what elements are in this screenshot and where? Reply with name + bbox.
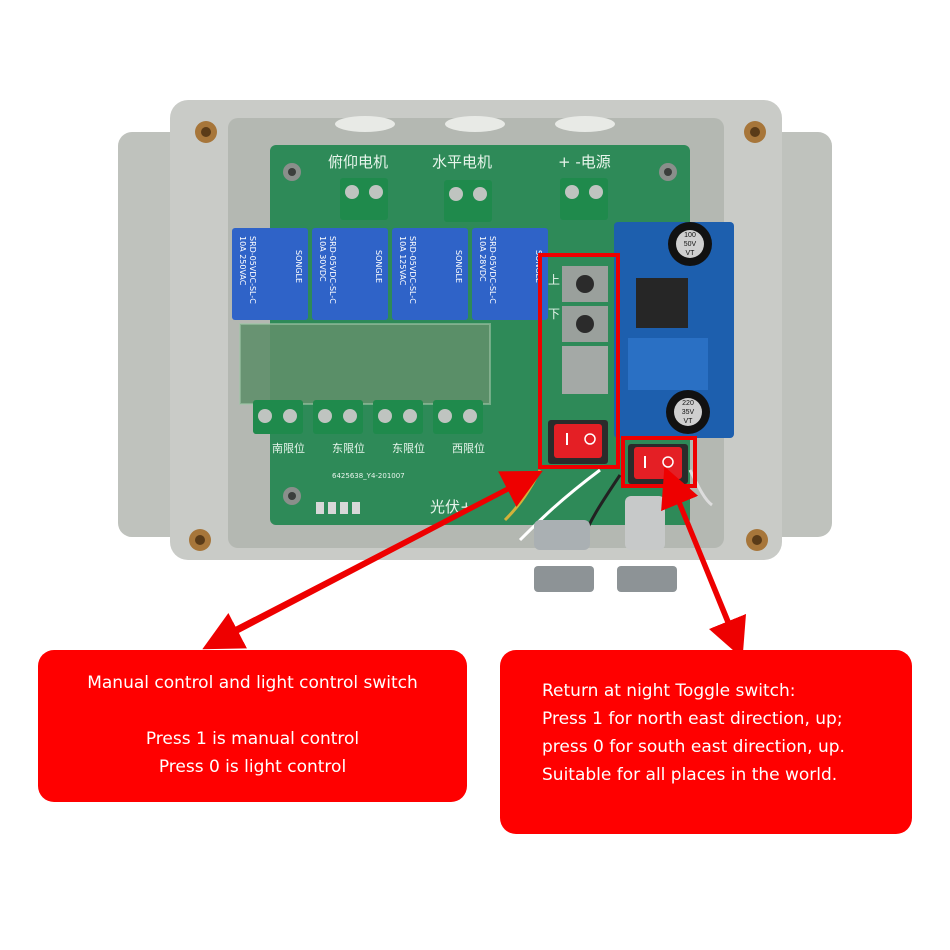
- potted-area: [240, 324, 490, 404]
- relay-rating-1: 10A 250VAC: [238, 236, 247, 286]
- relay-rating-2: 10A 30VDC: [318, 236, 327, 282]
- rocker-switch-toggle: [628, 444, 688, 484]
- relay-rating-3: 10A 125VAC: [398, 236, 407, 286]
- capacitor-bottom-type: VT: [684, 418, 694, 425]
- relay-model-3: SRD-05VDC-SL-C: [408, 236, 417, 304]
- relay-model-2: SRD-05VDC-SL-C: [328, 236, 337, 304]
- callout-toggle-line4: Suitable for all places in the world.: [542, 765, 838, 785]
- callout-manual-title: Manual control and light control switch: [87, 673, 418, 693]
- relay-2: [312, 228, 388, 320]
- relay-model-1: SRD-05VDC-SL-C: [248, 236, 257, 304]
- relay-model-4: SRD-05VDC-SL-C: [488, 236, 497, 304]
- push-buttons: [562, 266, 608, 394]
- callout-toggle-line1: Return at night Toggle switch:: [542, 681, 796, 701]
- highlight-box-main: [538, 253, 620, 469]
- terminal-label-horizontal: 水平电机: [432, 153, 492, 171]
- cable-glands: [534, 496, 677, 592]
- brass-inserts: [189, 121, 768, 551]
- callout-manual-line1: Press 1 is manual control: [145, 729, 360, 749]
- terminal-block-bottom: [253, 400, 483, 434]
- callout-toggle-line3: press 0 for south east direction, up.: [542, 737, 845, 757]
- arrow-to-toggle-callout: [669, 484, 746, 659]
- relay-4: [472, 228, 548, 320]
- limit-label-4: 西限位: [452, 441, 485, 455]
- terminal-block-top: [340, 178, 608, 222]
- capacitor-bottom-value: 220: [682, 400, 694, 407]
- relay-brand-1: SONGLE: [294, 250, 303, 283]
- relay-rating-4: 10A 28VDC: [478, 236, 487, 282]
- capacitor-top-value: 100: [684, 232, 696, 239]
- relay-bank: [232, 228, 548, 320]
- relay-brand-2: SONGLE: [374, 250, 383, 283]
- terminal-label-pitch: 俯仰电机: [328, 153, 388, 171]
- callout-toggle-line2: Press 1 for north east direction, up;: [542, 709, 843, 729]
- relay-brand-3: SONGLE: [454, 250, 463, 283]
- callout-toggle-switch: Return at night Toggle switch: Press 1 f…: [500, 650, 912, 834]
- button-label-up: 上: [548, 273, 560, 287]
- limit-label-2: 东限位: [332, 441, 365, 455]
- callout-manual-line2: Press 0 is light control: [158, 757, 347, 777]
- relay-1: [232, 228, 308, 320]
- limit-label-3: 东限位: [392, 441, 425, 455]
- relay-3: [392, 228, 468, 320]
- arrows: [202, 466, 746, 659]
- pads-row: [316, 502, 360, 514]
- limit-label-1: 南限位: [272, 441, 305, 455]
- rocker-switch-manual: [548, 420, 608, 464]
- highlight-box-toggle: [621, 436, 697, 488]
- callout-manual-control: Manual control and light control switch …: [38, 650, 467, 802]
- capacitor-bottom-voltage: 35V: [682, 409, 695, 416]
- button-label-down: 下: [548, 307, 560, 321]
- pcb-code: 6425638_Y4-201007: [332, 472, 405, 480]
- capacitor-top-voltage: 50V: [684, 241, 697, 248]
- terminal-label-power: + -电源: [558, 153, 611, 171]
- capacitor-top-type: VT: [686, 250, 696, 257]
- arrow-to-manual-callout: [202, 477, 527, 650]
